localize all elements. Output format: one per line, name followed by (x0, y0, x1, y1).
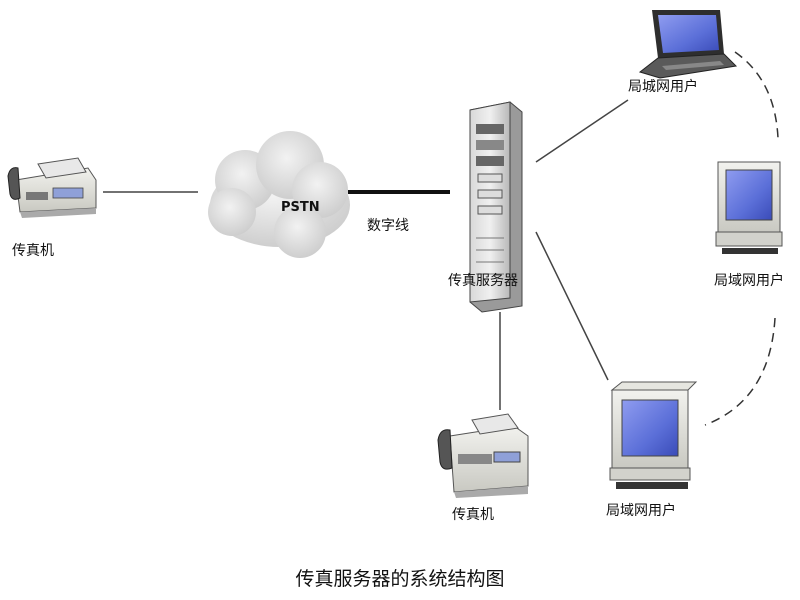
fax-server-label: 传真服务器 (448, 273, 518, 289)
digital-line-label: 数字线 (367, 218, 409, 234)
server-to-laptop-line (535, 99, 629, 163)
laptop-icon (638, 10, 738, 79)
lan-dashed-link-top (734, 51, 779, 139)
lan-user-desktop-right-label: 局域网用户 (714, 273, 784, 289)
pstn-cloud-icon (208, 131, 350, 258)
lan-user-desktop-bottom-label: 局域网用户 (606, 503, 676, 519)
lan-dashed-link-bottom (704, 317, 776, 426)
fax-machine-left-icon (7, 157, 97, 218)
fax-machine-bottom-label: 传真机 (452, 507, 494, 523)
diagram-caption: 传真服务器的系统结构图 (295, 568, 505, 590)
lan-user-laptop-label: 局城网用户 (628, 79, 698, 95)
fax-machine-left-label: 传真机 (12, 243, 54, 259)
fax-server-tower-icon (469, 101, 523, 313)
desktop-computer-bottom-icon (609, 381, 698, 489)
connection-lines (103, 51, 779, 426)
pstn-label: PSTN (281, 200, 320, 215)
fax-machine-bottom-icon (437, 413, 529, 498)
server-to-desktop-bottom-line (535, 231, 609, 381)
desktop-computer-right-icon (715, 161, 783, 254)
